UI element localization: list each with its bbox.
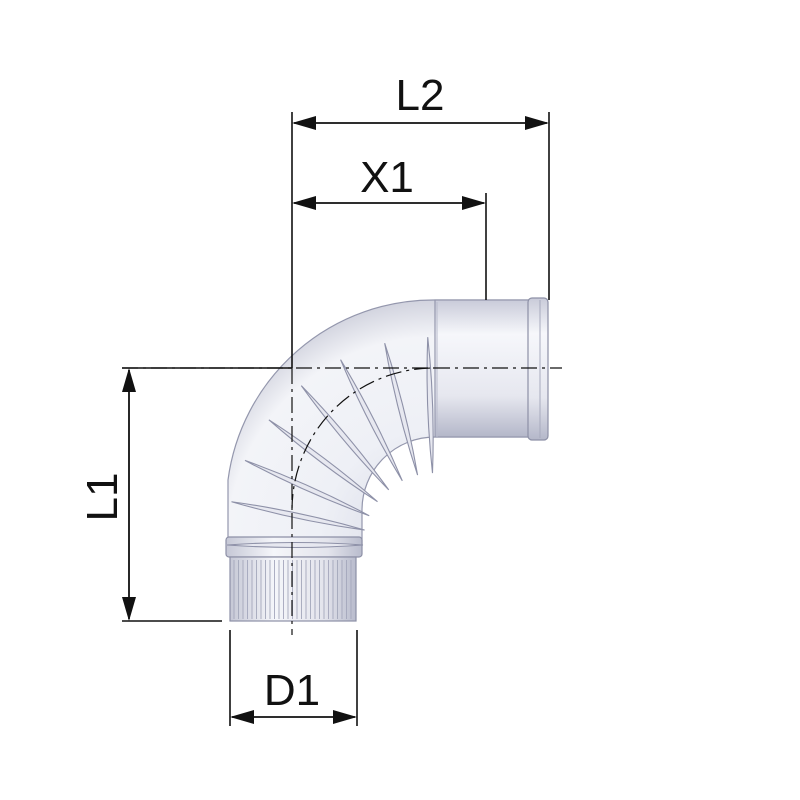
dimension-line-l2 (292, 116, 549, 130)
bend-seam (231, 501, 365, 531)
bend-centerline (291, 367, 435, 511)
dimension-lines (122, 116, 549, 724)
extension-lines (122, 112, 550, 726)
bend-seam (340, 359, 403, 482)
label-l2: L2 (396, 71, 445, 120)
crimped-end (229, 556, 357, 622)
label-l1: L1 (78, 473, 127, 522)
bend-seam (300, 385, 390, 491)
bend-seam (384, 343, 419, 476)
label-x1: X1 (360, 153, 414, 202)
bend-seam (268, 419, 378, 503)
elbow-pipe (225, 297, 549, 622)
label-d1: D1 (264, 666, 320, 715)
bend-seam (226, 541, 364, 549)
dimension-line-d1 (230, 710, 357, 724)
dimension-line-x1 (292, 196, 486, 210)
dimension-line-l1 (122, 368, 136, 621)
bend-seam (244, 459, 370, 517)
outlet-collar (527, 297, 549, 441)
bend-seam (426, 337, 434, 474)
crimp-lines (233, 560, 352, 619)
bend-seams (226, 337, 434, 549)
